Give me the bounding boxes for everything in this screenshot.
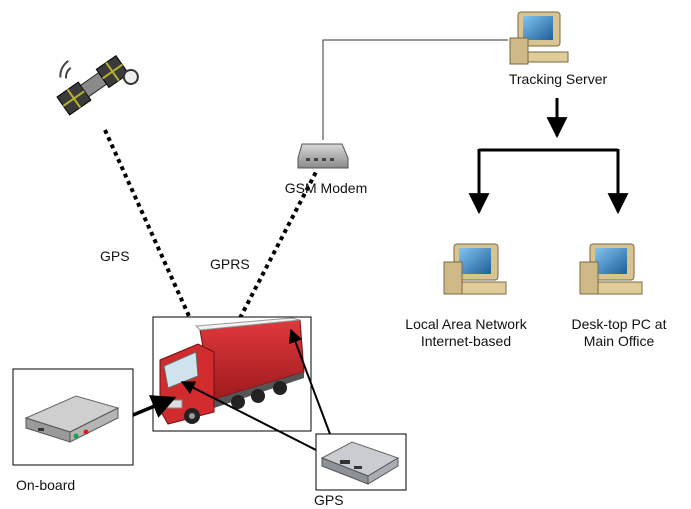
- server-modem-link: [322, 39, 508, 140]
- desktop-computer-icon: [579, 243, 643, 295]
- gps-device-label: GPS: [314, 492, 344, 508]
- onboard-to-truck-arrow: [132, 395, 177, 418]
- gps-satellite-link: [103, 129, 195, 326]
- gsm-modem-icon: [297, 143, 349, 169]
- lan-computer-icon: [443, 243, 507, 295]
- gps-unit-icon: [320, 441, 400, 485]
- server-computer-icon: [509, 11, 569, 65]
- desktop-label-line1: Desk-top PC at: [571, 316, 667, 332]
- gprs-link-label: GPRS: [210, 256, 250, 272]
- lan-label-line2: Internet-based: [420, 333, 512, 349]
- lan-label-line1: Local Area Network: [405, 316, 527, 332]
- distribution-arrows: [468, 98, 629, 215]
- tracking-server-label: Tracking Server: [508, 71, 608, 87]
- desktop-label-line2: Main Office: [583, 333, 655, 349]
- gps-to-truck-arrow: [180, 381, 317, 451]
- onboard-label: On-board: [16, 477, 76, 493]
- gps-link-label: GPS: [100, 248, 130, 264]
- onboard-unit-icon: [24, 395, 120, 443]
- satellite-icon: [56, 54, 139, 116]
- gsm-modem-label: GSM Modem: [284, 180, 368, 196]
- gprs-link: [238, 171, 318, 319]
- gps-to-trailer-arrow: [288, 328, 331, 435]
